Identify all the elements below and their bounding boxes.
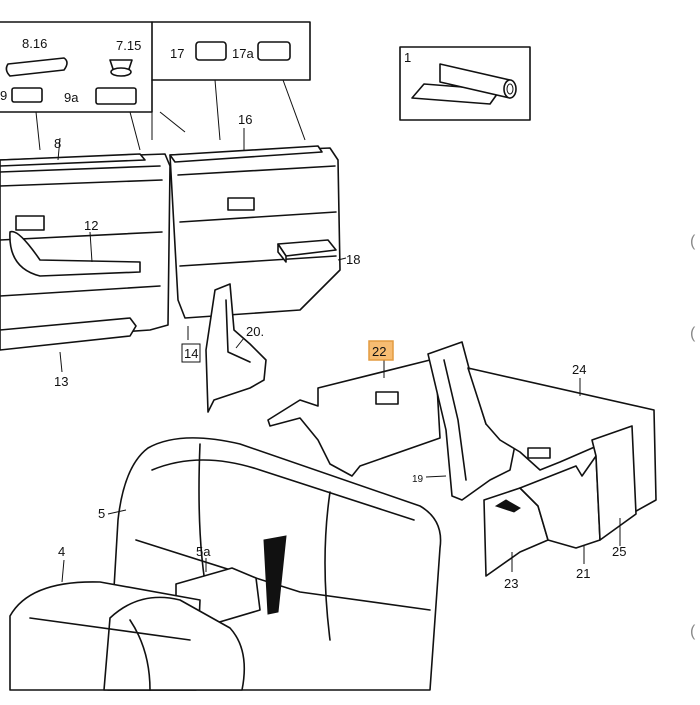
front-seat xyxy=(9,581,246,691)
label-21: 21 xyxy=(576,566,590,581)
label-1: 1 xyxy=(404,50,411,65)
label-9a: 9a xyxy=(64,90,79,105)
wheel-arch-trims xyxy=(483,425,637,577)
label-20: 20. xyxy=(246,324,264,339)
margin-mark-2: ( xyxy=(690,325,696,342)
margin-mark-3: ( xyxy=(690,623,696,640)
label-14: 14 xyxy=(184,346,198,361)
luggage-floor xyxy=(467,367,657,521)
label-9: 9 xyxy=(0,88,7,103)
label-5: 5 xyxy=(98,506,105,521)
leader-lines xyxy=(57,128,621,583)
label-22: 22 xyxy=(372,344,386,359)
label-23: 23 xyxy=(504,576,518,591)
label-7-15: 7.15 xyxy=(116,38,141,53)
label-16: 16 xyxy=(238,112,252,127)
label-18: 18 xyxy=(346,252,360,267)
label-17a: 17a xyxy=(232,46,254,61)
inset-box-roll xyxy=(399,46,531,121)
side-trim-panel xyxy=(267,359,441,477)
inset-box-handles xyxy=(35,21,311,151)
label-4: 4 xyxy=(58,544,65,559)
label-24: 24 xyxy=(572,362,586,377)
highlight-marker xyxy=(368,340,394,361)
pillar-cover xyxy=(427,341,517,501)
front-door-panel xyxy=(0,153,171,351)
label-17: 17 xyxy=(170,46,184,61)
rear-door-panel xyxy=(169,145,341,319)
label-8-16: 8.16 xyxy=(22,36,47,51)
inset-box-clips xyxy=(0,21,153,113)
label-12: 12 xyxy=(84,218,98,233)
label-8: 8 xyxy=(54,136,61,151)
label-14-box xyxy=(181,343,201,363)
label-25: 25 xyxy=(612,544,626,559)
label-13: 13 xyxy=(54,374,68,389)
margin-mark-1: ( xyxy=(690,233,696,250)
label-19: 19 xyxy=(412,474,424,485)
label-5a: 5a xyxy=(196,544,211,559)
